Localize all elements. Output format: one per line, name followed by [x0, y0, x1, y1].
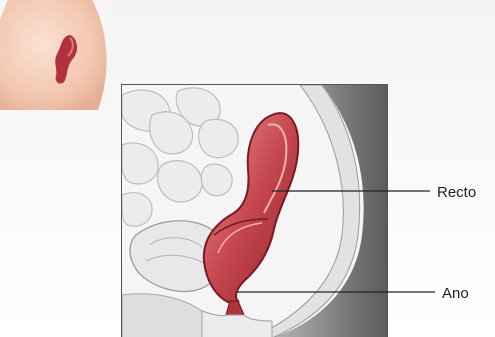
label-recto: Recto	[437, 185, 476, 200]
label-ano: Ano	[442, 286, 469, 301]
